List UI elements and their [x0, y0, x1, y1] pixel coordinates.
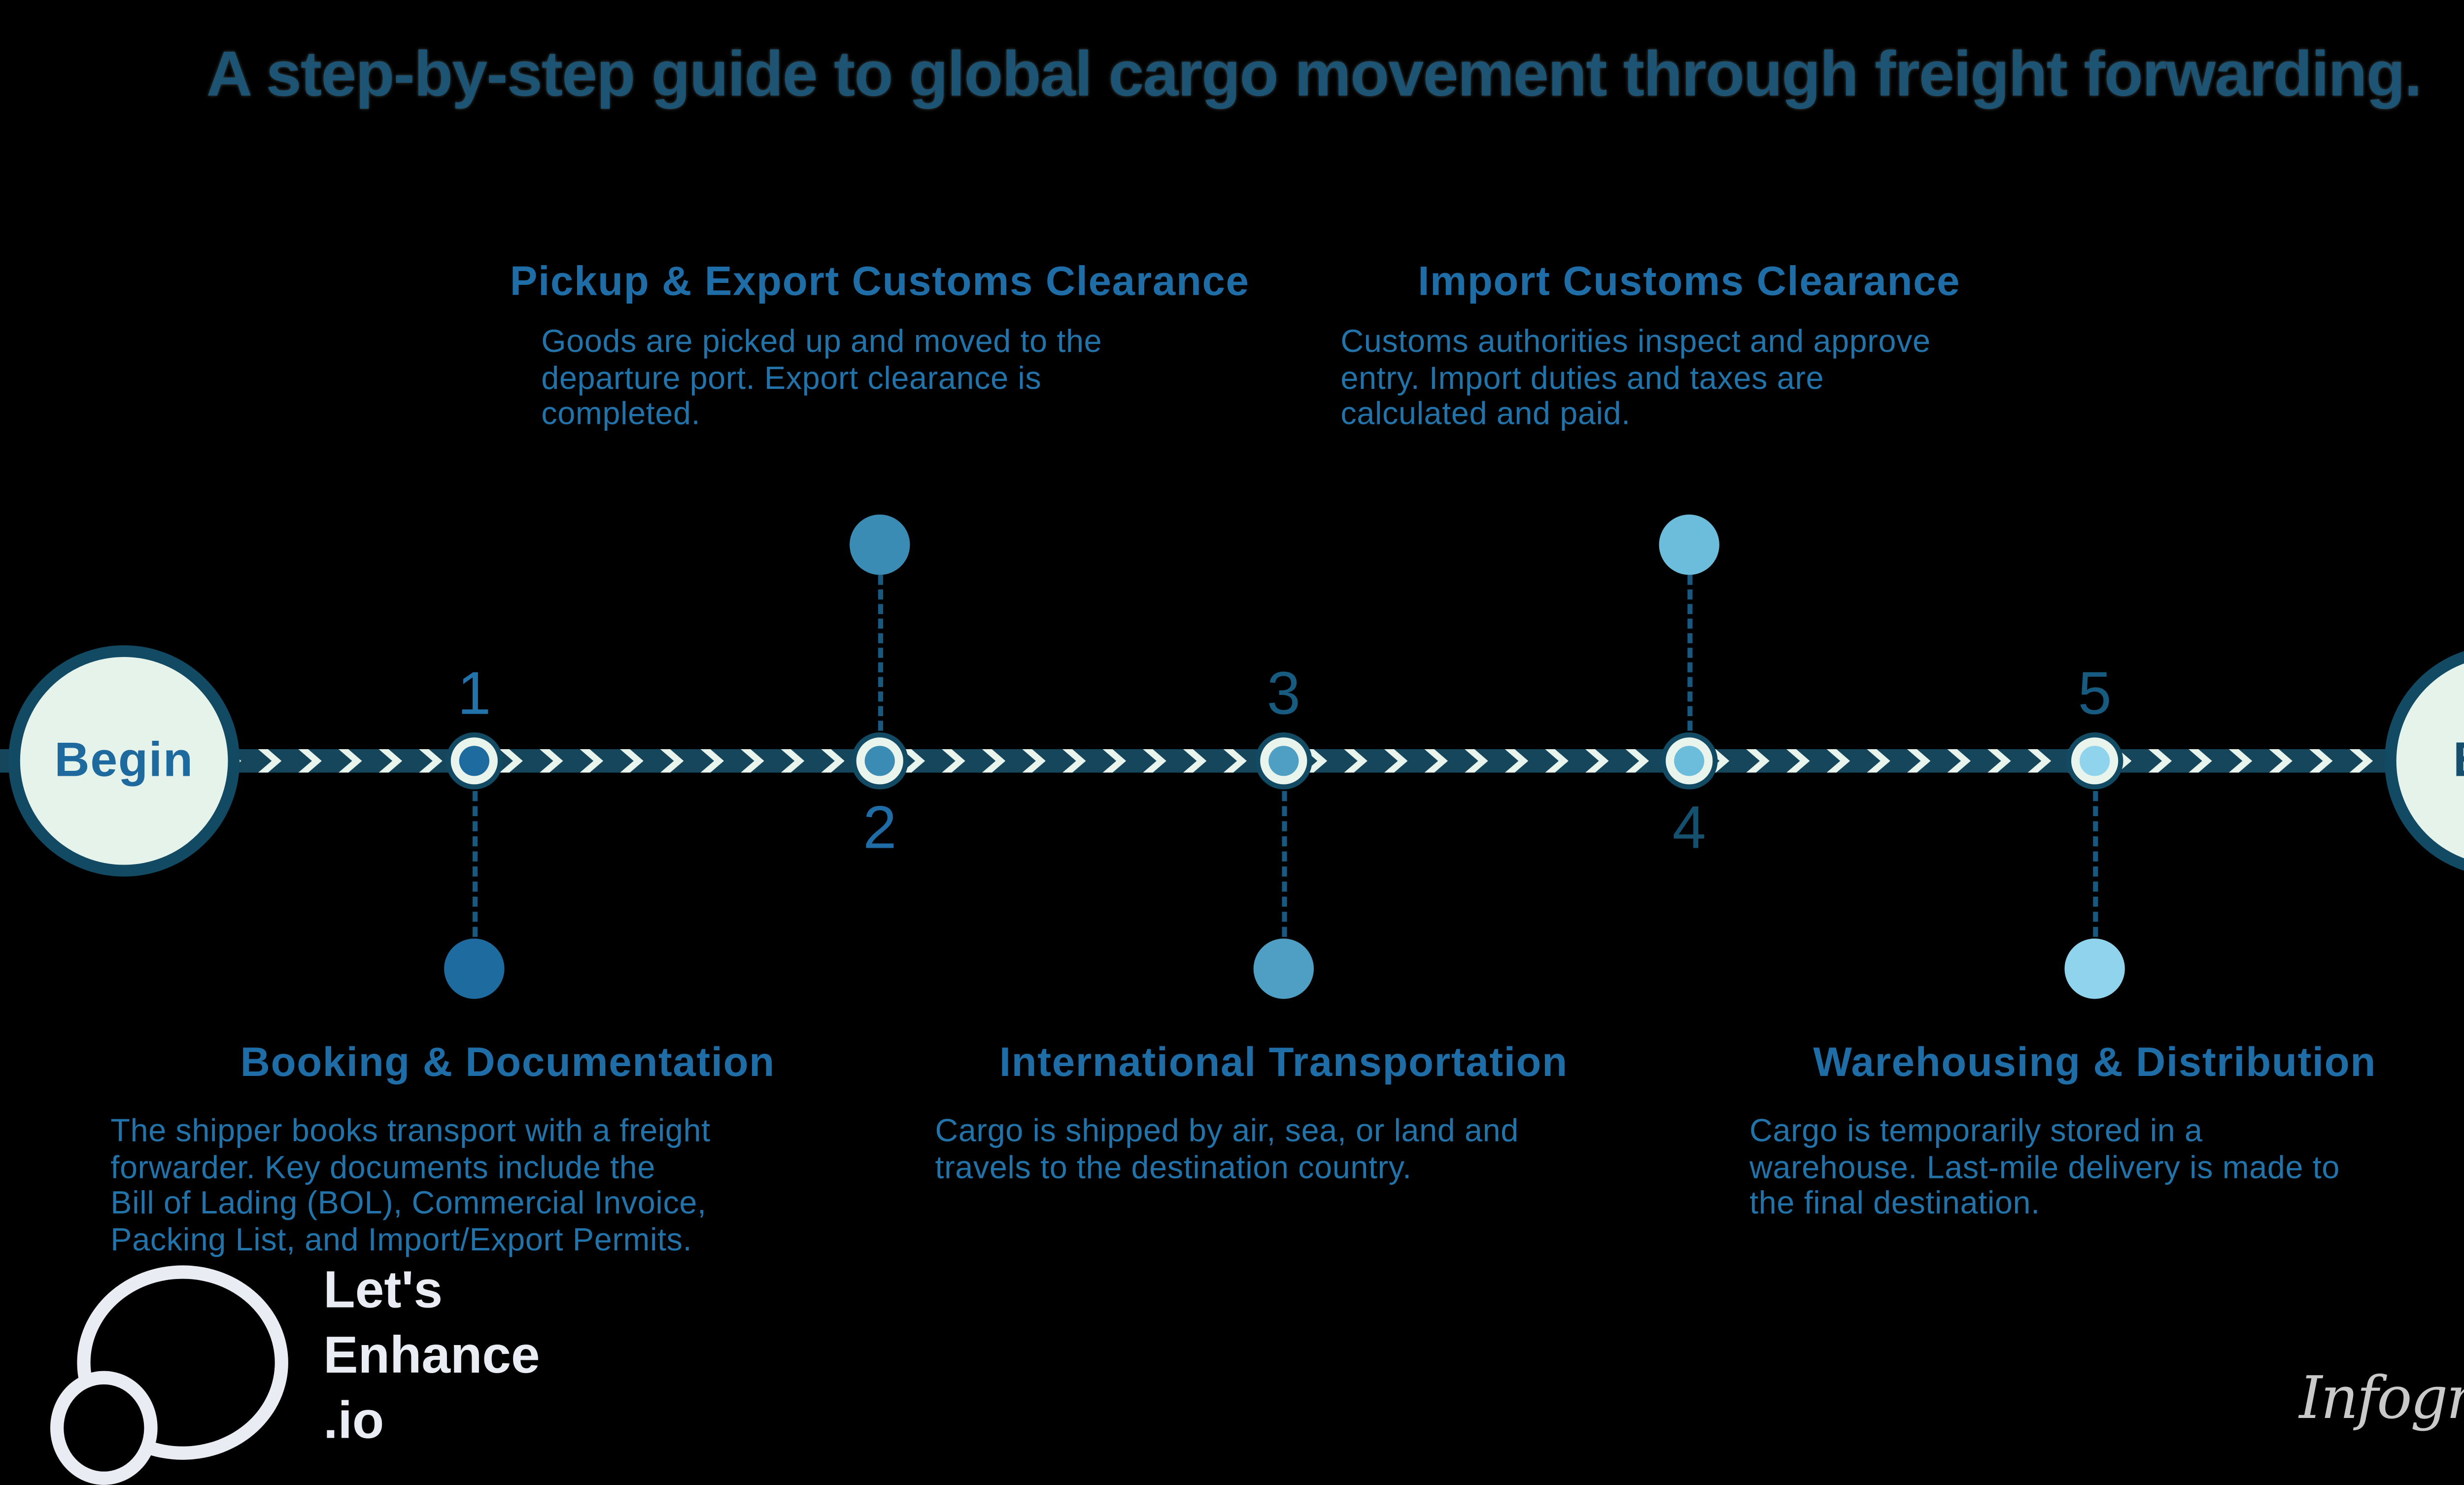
- chevron-icon: [1223, 749, 1247, 773]
- step-5-node: [2066, 732, 2123, 790]
- chevron-icon: [1867, 749, 1890, 773]
- step-3-heading: International Transportation: [999, 1040, 1568, 1086]
- chevron-icon: [1585, 749, 1609, 773]
- chevron-icon: [2309, 749, 2333, 773]
- step-1-description: The shipper books transport with a freig…: [110, 1114, 711, 1258]
- lets-enhance-wordmark: Let's Enhance .io: [323, 1260, 540, 1450]
- chevron-icon: [338, 749, 362, 773]
- step-3-dot: [1253, 938, 1314, 999]
- step-4-dot: [1659, 514, 1719, 575]
- chevron-icon: [258, 749, 282, 773]
- step-3-node: [1255, 732, 1312, 790]
- chevron-icon: [580, 749, 604, 773]
- step-1-node-core: [459, 746, 489, 776]
- chevron-icon: [1062, 749, 1086, 773]
- chevron-icon: [620, 749, 644, 773]
- chevron-icon: [1505, 749, 1529, 773]
- chevron-icon: [1102, 749, 1127, 773]
- step-3-connector-line: [1282, 791, 1287, 937]
- chevron-icon: [1746, 749, 1770, 773]
- chevron-icon: [1344, 749, 1368, 773]
- chevron-icon: [942, 749, 965, 773]
- chevron-icon: [1424, 749, 1448, 773]
- step-1-node: [445, 732, 503, 790]
- chevron-icon: [1625, 749, 1649, 773]
- begin-label: Begin: [54, 733, 194, 787]
- step-3-node-core: [1268, 746, 1299, 776]
- chevron-icon: [1384, 749, 1408, 773]
- step-4-number: 4: [1672, 793, 1706, 862]
- chevron-icon: [1907, 749, 1931, 773]
- chevron-icon: [781, 749, 805, 773]
- chevron-icon: [298, 749, 322, 773]
- step-2-node: [851, 732, 909, 790]
- chevron-icon: [1183, 749, 1207, 773]
- step-5-connector-line: [2093, 791, 2098, 937]
- step-4-node: [1660, 732, 1718, 790]
- chevron-icon: [1786, 749, 1810, 773]
- lets-enhance-logo-small-circle-icon: [50, 1371, 158, 1485]
- step-5-heading: Warehousing & Distribution: [1813, 1040, 2376, 1086]
- chevron-icon: [2349, 749, 2373, 773]
- step-4-heading: Import Customs Clearance: [1418, 260, 1961, 305]
- chevron-icon: [2189, 749, 2212, 773]
- infografix-wordmark: Infografi: [2299, 1365, 2464, 1432]
- step-1-dot: [444, 938, 505, 999]
- page-title: A step-by-step guide to global cargo mov…: [206, 40, 2422, 111]
- chevron-icon: [1987, 749, 2011, 773]
- chevron-icon: [1826, 749, 1850, 773]
- chevron-icon: [821, 749, 845, 773]
- chevron-icon: [741, 749, 764, 773]
- step-5-number: 5: [2078, 658, 2112, 727]
- chevron-icon: [2228, 749, 2253, 773]
- chevron-icon: [378, 749, 403, 773]
- step-3-description: Cargo is shipped by air, sea, or land an…: [935, 1114, 1519, 1186]
- begin-circle: Begin: [8, 645, 240, 877]
- step-1-connector-line: [472, 791, 478, 937]
- step-1-number: 1: [457, 658, 491, 727]
- infografix-logo: Infografi X: [2299, 1338, 2464, 1460]
- step-2-number: 2: [863, 793, 897, 862]
- step-2-connector-line: [878, 575, 884, 731]
- chevron-icon: [1545, 749, 1569, 773]
- chevron-icon: [499, 749, 523, 773]
- chevron-icon: [700, 749, 724, 773]
- chevron-icon: [419, 749, 443, 773]
- step-4-description: Customs authorities inspect and approve …: [1340, 325, 1931, 433]
- chevron-icon: [1022, 749, 1046, 773]
- end-circle: End: [2384, 645, 2464, 877]
- step-4-connector-line: [1687, 575, 1693, 731]
- step-5-node-core: [2080, 746, 2110, 776]
- chevron-icon: [2027, 749, 2052, 773]
- end-label: End: [2453, 733, 2464, 789]
- step-2-heading: Pickup & Export Customs Clearance: [510, 260, 1250, 305]
- chevron-icon: [660, 749, 684, 773]
- step-4-node-core: [1674, 746, 1705, 776]
- chevron-icon: [982, 749, 1006, 773]
- step-5-description: Cargo is temporarily stored in a warehou…: [1749, 1114, 2340, 1222]
- step-2-node-core: [864, 746, 895, 776]
- step-2-description: Goods are picked up and moved to the dep…: [541, 325, 1102, 433]
- step-1-heading: Booking & Documentation: [240, 1040, 775, 1086]
- step-2-dot: [850, 514, 910, 575]
- chevron-icon: [1143, 749, 1166, 773]
- chevron-icon: [1465, 749, 1488, 773]
- chevron-icon: [1947, 749, 1971, 773]
- timeline-band: [0, 749, 2447, 773]
- chevron-icon: [2269, 749, 2293, 773]
- step-3-number: 3: [1266, 658, 1300, 727]
- chevron-icon: [539, 749, 563, 773]
- step-5-dot: [2064, 938, 2125, 999]
- chevron-icon: [2148, 749, 2172, 773]
